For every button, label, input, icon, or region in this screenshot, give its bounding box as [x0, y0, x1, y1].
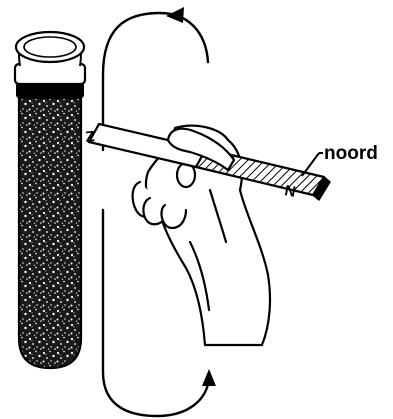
- north-callout-label: noord: [324, 143, 378, 164]
- arrow-top-icon: [166, 7, 184, 23]
- north-callout-leader: [302, 153, 319, 176]
- pole-south-label: Z: [85, 128, 96, 146]
- test-tube-icon: [15, 32, 85, 368]
- pole-north-label: N: [283, 182, 297, 201]
- arrow-bottom-icon: [202, 369, 216, 386]
